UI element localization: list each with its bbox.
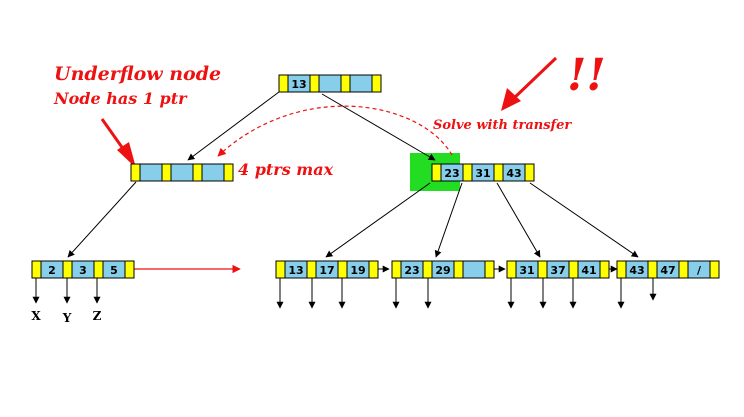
pointer-cell (223, 163, 234, 182)
pointer-cell (309, 74, 320, 93)
key-cell (462, 260, 486, 279)
leaf-label-z: Z (93, 309, 102, 323)
key-value: 37 (550, 264, 565, 277)
pointer-cell (62, 260, 73, 279)
pointer-cell (278, 74, 289, 93)
key-value: 29 (435, 264, 450, 277)
root-node: 13 (278, 74, 382, 93)
key-cell (349, 74, 373, 93)
right-internal-node: 23 31 43 (431, 163, 535, 182)
key-value: 43 (506, 167, 521, 180)
key-cell (318, 74, 342, 93)
key-cell (201, 163, 225, 182)
key-value: 31 (475, 167, 490, 180)
pointer-cell (506, 260, 517, 279)
pointer-cell (340, 74, 351, 93)
pointer-cell (371, 74, 382, 93)
pointer-cell (275, 260, 286, 279)
pointer-cell (647, 260, 658, 279)
pointer-cell (422, 260, 433, 279)
key-value: 13 (288, 264, 303, 277)
pointer-cell (368, 260, 379, 279)
key-value: 5 (110, 264, 118, 277)
pointer-cell (31, 260, 42, 279)
pointer-cell (192, 163, 203, 182)
pointer-cell (391, 260, 402, 279)
pointer-cell (161, 163, 172, 182)
key-cell (139, 163, 163, 182)
pointer-cell (678, 260, 689, 279)
pointer-cell (124, 260, 135, 279)
pointer-cell (568, 260, 579, 279)
pointer-cell (337, 260, 348, 279)
pointer-cell (524, 163, 535, 182)
pointer-cell (599, 260, 610, 279)
annotation-arrows (100, 56, 558, 274)
max-ptrs-label: 4 ptrs max (238, 160, 334, 179)
key-value: / (697, 264, 702, 277)
leaf-node-1: 2 3 5 (31, 260, 135, 279)
underflow-subtitle: Node has 1 ptr (53, 89, 188, 108)
leaf-node-4: 31 37 41 (506, 260, 610, 279)
pointer-cell (462, 163, 473, 182)
solve-label: Solve with transfer (433, 118, 572, 133)
pointer-cell (93, 260, 104, 279)
leaf-node-2: 13 17 19 (275, 260, 379, 279)
key-value: 23 (444, 167, 459, 180)
pointer-cell (537, 260, 548, 279)
pointer-cell (616, 260, 627, 279)
left-internal-node (130, 163, 234, 182)
key-value: 31 (519, 264, 534, 277)
pointer-cell (130, 163, 141, 182)
key-value: 43 (629, 264, 644, 277)
key-value: 47 (660, 264, 675, 277)
leaf-node-3: 23 29 (391, 260, 495, 279)
underflow-title: Underflow node (54, 63, 221, 85)
key-value: 17 (319, 264, 334, 277)
key-value: 2 (48, 264, 56, 277)
pointer-cell (709, 260, 720, 279)
leaf-label-y: Y (62, 311, 72, 325)
pointer-cell (493, 163, 504, 182)
pointer-cell (453, 260, 464, 279)
pointer-cell (431, 163, 442, 182)
key-value: 41 (581, 264, 596, 277)
key-value: 13 (291, 78, 306, 91)
pointer-cell (306, 260, 317, 279)
exclamation: !! (567, 50, 606, 101)
pointer-cell (484, 260, 495, 279)
key-value: 3 (79, 264, 87, 277)
leaf-label-x: X (31, 309, 41, 323)
leaf-node-5: 43 47 / (616, 260, 720, 279)
key-cell (170, 163, 194, 182)
key-value: 23 (404, 264, 419, 277)
key-value: 19 (350, 264, 365, 277)
